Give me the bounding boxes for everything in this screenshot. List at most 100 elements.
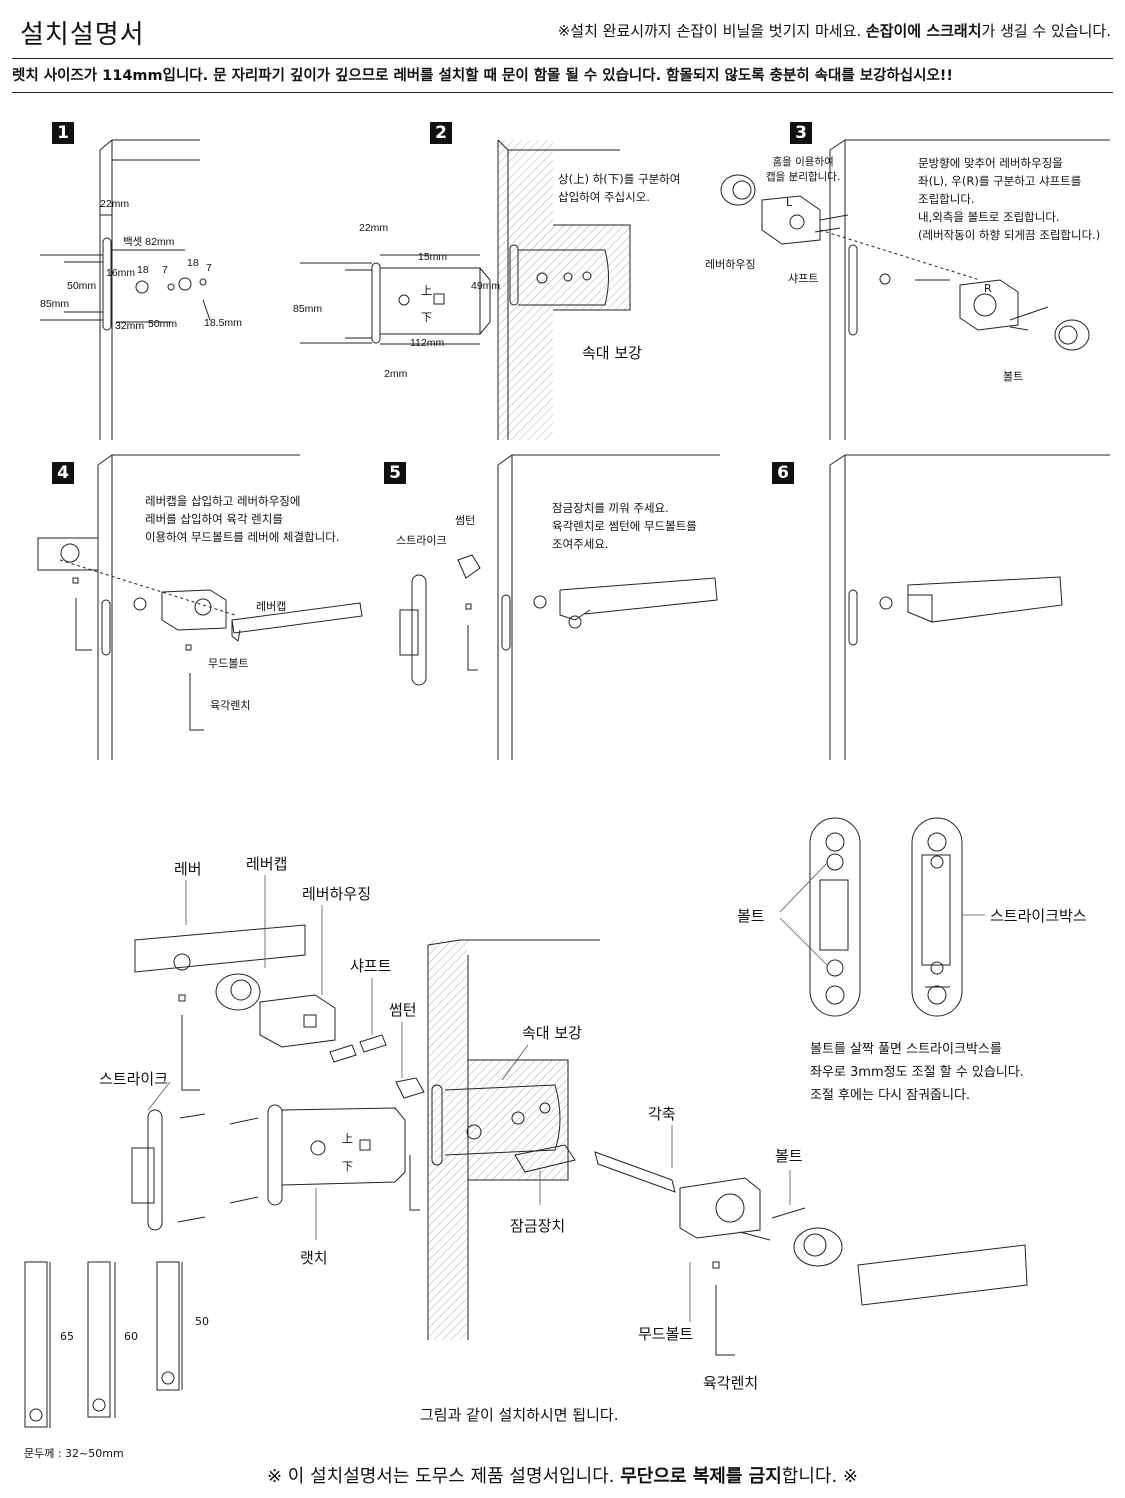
exploded-label-lever: 레버 (174, 860, 202, 878)
step1-door-drawing (40, 139, 211, 440)
step3-housing-drawing (720, 139, 1110, 440)
step1-dim-32mm: 32mm (115, 320, 145, 332)
step2-note-line2: 삽입하여 주십시오. (558, 190, 650, 204)
exploded-label-hex-wrench: 육각렌치 (703, 1374, 759, 1392)
exploded-mark-top: 上 (342, 1132, 353, 1145)
step2-dim-49mm: 49mm (471, 280, 501, 292)
step3-note-left-line2: 캡을 분리합니다. (766, 171, 841, 183)
exploded-label-spindle: 각축 (648, 1105, 676, 1123)
header-divider-top (12, 58, 1113, 59)
exploded-label-lock-device: 잠금장치 (510, 1217, 566, 1235)
exploded-label-latch: 랫치 (300, 1249, 328, 1267)
step5-note: 잠금장치를 끼워 주세요. 육각렌치로 썸턴에 무드볼트를 조여주세요. (552, 499, 697, 553)
step2-dim-2mm: 2mm (384, 368, 408, 380)
step1-dim-50mm: 50mm (67, 280, 97, 292)
header-divider-bottom (12, 92, 1113, 93)
step3-note-right-line1: 문방향에 맞추어 레버하우징을 (918, 156, 1063, 170)
step4-note-line2: 레버를 삽입하여 육각 렌치를 (145, 512, 283, 526)
step3-note-right-line5: (레버작동이 하향 되게끔 조립합니다.) (918, 228, 1101, 242)
exploded-label-shaft: 샤프트 (350, 957, 392, 975)
copyright-footer: ※ 이 설치설명서는 도무스 제품 설명서입니다. 무단으로 복제를 금지합니다… (0, 1462, 1125, 1488)
exploded-label-strike: 스트라이크 (99, 1070, 169, 1088)
step3-label-shaft: 샤프트 (788, 272, 819, 285)
strikebox-label-bolt: 볼트 (737, 907, 765, 925)
step2-door-section (497, 139, 631, 440)
step2-label-core-reinforce: 속대 보강 (582, 344, 642, 362)
step1-dim-backset: 백셋 82mm (123, 236, 175, 248)
exploded-label-lever-cap: 레버캡 (246, 855, 288, 873)
step4-note: 레버캡을 삽입하고 레버하우징에 레버를 삽입하여 육각 렌치를 이용하여 무드… (145, 492, 339, 546)
step1-dim-22mm: 22mm (100, 198, 130, 210)
step5-thumbturn-drawing (399, 454, 720, 760)
strikebox-label-box: 스트라이크박스 (990, 907, 1087, 925)
door-thickness-caption: 문두께 : 32~50mm (24, 1447, 124, 1460)
door-thickness-65: 65 (60, 1330, 74, 1343)
step1-dim-7b: 7 (206, 262, 212, 274)
step3-note-right-line2: 좌(L), 우(R)를 구분하고 샤프트를 (918, 174, 1082, 188)
step2-note: 상(上) 하(下)를 구분하여 삽입하여 주십시오. (558, 170, 680, 206)
step-3-number: 3 (790, 122, 812, 144)
step4-lever-drawing (37, 454, 363, 760)
notice-bold: 손잡이에 스크래치 (865, 22, 982, 40)
step1-dim-50mm-b: 50mm (148, 318, 178, 330)
step2-mark-bottom: 下 (421, 311, 432, 324)
exploded-label-thumbturn: 썸턴 (389, 1001, 417, 1019)
step3-note-right-line4: 내,외측을 볼트로 조립합니다. (918, 210, 1060, 224)
step5-label-thumbturn: 썸턴 (455, 514, 476, 527)
step-5-number: 5 (384, 462, 406, 484)
step4-note-line1: 레버캡을 삽입하고 레버하우징에 (145, 494, 301, 508)
strikebox-note: 볼트를 살짝 풀면 스트라이크박스를 좌우로 3mm정도 조절 할 수 있습니다… (810, 1038, 1024, 1107)
strikebox-note-line2: 좌우로 3mm정도 조절 할 수 있습니다. (810, 1065, 1024, 1080)
step-2-number: 2 (430, 122, 452, 144)
step-4-number: 4 (52, 462, 74, 484)
step-6-number: 6 (772, 462, 794, 484)
step5-label-strike: 스트라이크 (396, 534, 447, 547)
step2-dim-15mm: 15mm (418, 251, 448, 263)
notice-suffix: 가 생길 수 있습니다. (981, 22, 1111, 40)
step3-mark-L: L (786, 196, 793, 209)
notice-prefix: ※설치 완료시까지 손잡이 비닐을 벗기지 마세요. (557, 22, 866, 40)
page-title: 설치설명서 (20, 20, 145, 50)
step3-note-left: 홈을 이용하여 캡을 분리합니다. (766, 155, 840, 185)
step2-note-line1: 상(上) 하(下)를 구분하여 (558, 172, 681, 186)
step1-dim-18a: 18 (137, 264, 149, 276)
step3-mark-R: R (984, 282, 992, 295)
latch-size-warning: 렛치 사이즈가 114mm입니다. 문 자리파기 깊이가 깊으므로 레버를 설치… (12, 68, 954, 84)
exploded-mark-bottom: 下 (342, 1160, 353, 1173)
exploded-label-bolt: 볼트 (775, 1147, 803, 1165)
step2-mark-top: 上 (421, 284, 432, 297)
door-thickness-60: 60 (124, 1330, 138, 1343)
exploded-assembly-drawing (24, 817, 1028, 1428)
step1-dim-18b: 18 (187, 257, 199, 269)
step4-note-line3: 이용하여 무드볼트를 레버에 체결합니다. (145, 530, 340, 544)
strikebox-note-line1: 볼트를 살짝 풀면 스트라이크박스를 (810, 1042, 1002, 1057)
handle-vinyl-notice: ※설치 완료시까지 손잡이 비닐을 벗기지 마세요. 손잡이에 스크래치가 생길… (558, 20, 1111, 41)
step4-label-hex-wrench: 육각렌치 (210, 699, 251, 712)
step2-latch-drawing (300, 254, 491, 345)
step2-dim-85mm: 85mm (293, 303, 323, 315)
step3-note-right-line3: 조립합니다. (918, 192, 975, 206)
step4-label-mood-bolt: 무드볼트 (208, 657, 249, 670)
exploded-label-mood-bolt: 무드볼트 (638, 1325, 694, 1343)
step5-note-line2: 육각렌치로 썸턴에 무드볼트를 (552, 519, 697, 533)
footer-prefix: ※ 이 설치설명서는 도무스 제품 설명서입니다. (266, 1466, 621, 1487)
step5-note-line3: 조여주세요. (552, 537, 609, 551)
step2-dim-112mm: 112mm (410, 337, 445, 349)
step3-label-housing: 레버하우징 (705, 258, 756, 271)
step-1-number: 1 (52, 122, 74, 144)
step3-note-right: 문방향에 맞추어 레버하우징을 좌(L), 우(R)를 구분하고 샤프트를 조립… (918, 154, 1100, 244)
strikebox-note-line3: 조절 후에는 다시 잠궈줍니다. (810, 1088, 971, 1103)
step6-finished-drawing (829, 454, 1110, 760)
exploded-label-core-reinforce: 속대 보강 (522, 1024, 582, 1042)
step4-label-lever-cap: 레버캡 (256, 600, 287, 613)
footer-suffix: 합니다. ※ (781, 1466, 858, 1487)
leader-lines (147, 861, 985, 1322)
step1-dim-7a: 7 (162, 264, 168, 276)
install-caption: 그림과 같이 설치하시면 됩니다. (420, 1406, 619, 1424)
step5-note-line1: 잠금장치를 끼워 주세요. (552, 501, 669, 515)
footer-bold: 무단으로 복제를 금지 (620, 1466, 782, 1487)
step1-dim-18-5mm: 18.5mm (204, 317, 242, 329)
exploded-label-lever-housing: 레버하우징 (302, 885, 372, 903)
door-thickness-50: 50 (195, 1315, 209, 1328)
